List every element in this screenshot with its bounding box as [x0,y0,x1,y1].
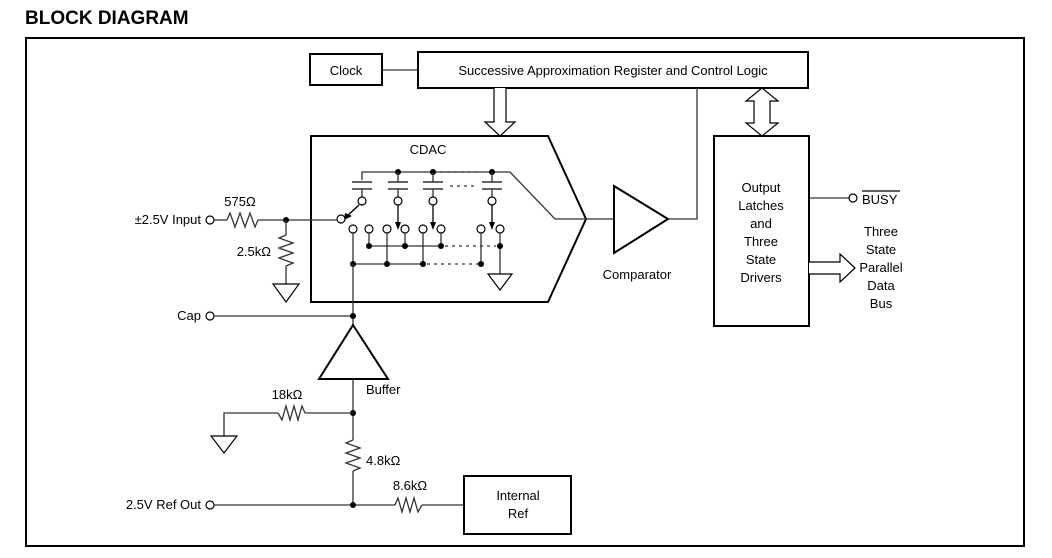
clock-block: Clock [309,53,383,86]
cap-pin-icon [205,311,215,321]
clock-label: Clock [330,63,363,78]
output-line2: Latches [738,198,784,213]
input-pin-icon [205,215,215,225]
cap-section: Cap [177,308,356,323]
output-line1: Output [741,180,780,195]
sar-label: Successive Approximation Register and Co… [458,63,768,78]
sar-to-cdac-arrow [483,88,517,137]
ref-ground-icon [209,435,239,454]
comparator-block: Comparator [603,184,672,282]
diagram-title: BLOCK DIAGRAM [25,8,189,29]
data-bus-label: Three State Parallel Data Bus [859,224,902,311]
data-bus-line3: Parallel [859,260,902,275]
comparator-label: Comparator [603,267,672,282]
buffer-label: Buffer [366,382,401,397]
diagram-frame [25,37,1025,547]
comparator-to-sar-wire [668,88,698,220]
buffer-block: Buffer [317,323,401,397]
resistor-4.8k-icon [344,439,362,472]
divider-resistor-section: 4.8kΩ [344,439,401,505]
data-bus-line2: State [866,242,896,257]
resistor-4.8k-label: 4.8kΩ [366,453,401,468]
output-line6: Drivers [740,270,782,285]
input-pin-label: ±2.5V Input [135,212,202,227]
cap-pin-label: Cap [177,308,201,323]
resistor-18k-icon [277,403,306,423]
data-bus-line1: Three [864,224,898,239]
sar-block: Successive Approximation Register and Co… [417,51,809,89]
ground-resistor-section: 18kΩ [209,387,353,454]
internal-ref-block: Internal Ref [463,475,572,535]
sar-output-bidir-arrow [744,87,780,137]
busy-section: BUSY [809,190,900,207]
internal-ref-line2: Ref [508,506,529,521]
cdac-ground-icon [486,273,514,291]
cdac-internals [336,169,586,291]
resistor-575-icon [226,211,259,229]
resistor-2.5k-icon [277,234,295,267]
resistor-8.6k-icon [394,495,423,515]
output-latches-block: Output Latches and Three State Drivers [713,135,810,327]
resistor-8.6k-label: 8.6kΩ [393,478,428,493]
output-line5: State [746,252,776,267]
busy-pin-label: BUSY [862,192,898,207]
ref-out-pin-label: 2.5V Ref Out [126,497,202,512]
data-bus-arrow [809,252,856,284]
resistor-575-label: 575Ω [224,194,256,209]
cdac-label: CDAC [410,142,447,157]
data-bus-line5: Bus [870,296,893,311]
output-line3: and [750,216,772,231]
cdac-block: CDAC [310,135,588,303]
ref-out-section: 2.5V Ref Out 8.6kΩ [126,478,464,515]
input-section: ±2.5V Input 575Ω 2.5kΩ [135,194,337,304]
busy-pin-icon [848,193,858,203]
resistor-2.5k-label: 2.5kΩ [237,244,272,259]
output-line4: Three [744,234,778,249]
data-bus-line4: Data [867,278,895,293]
input-ground-icon [271,283,301,304]
resistor-18k-label: 18kΩ [272,387,303,402]
ref-out-pin-icon [205,500,215,510]
internal-ref-line1: Internal [496,488,539,503]
